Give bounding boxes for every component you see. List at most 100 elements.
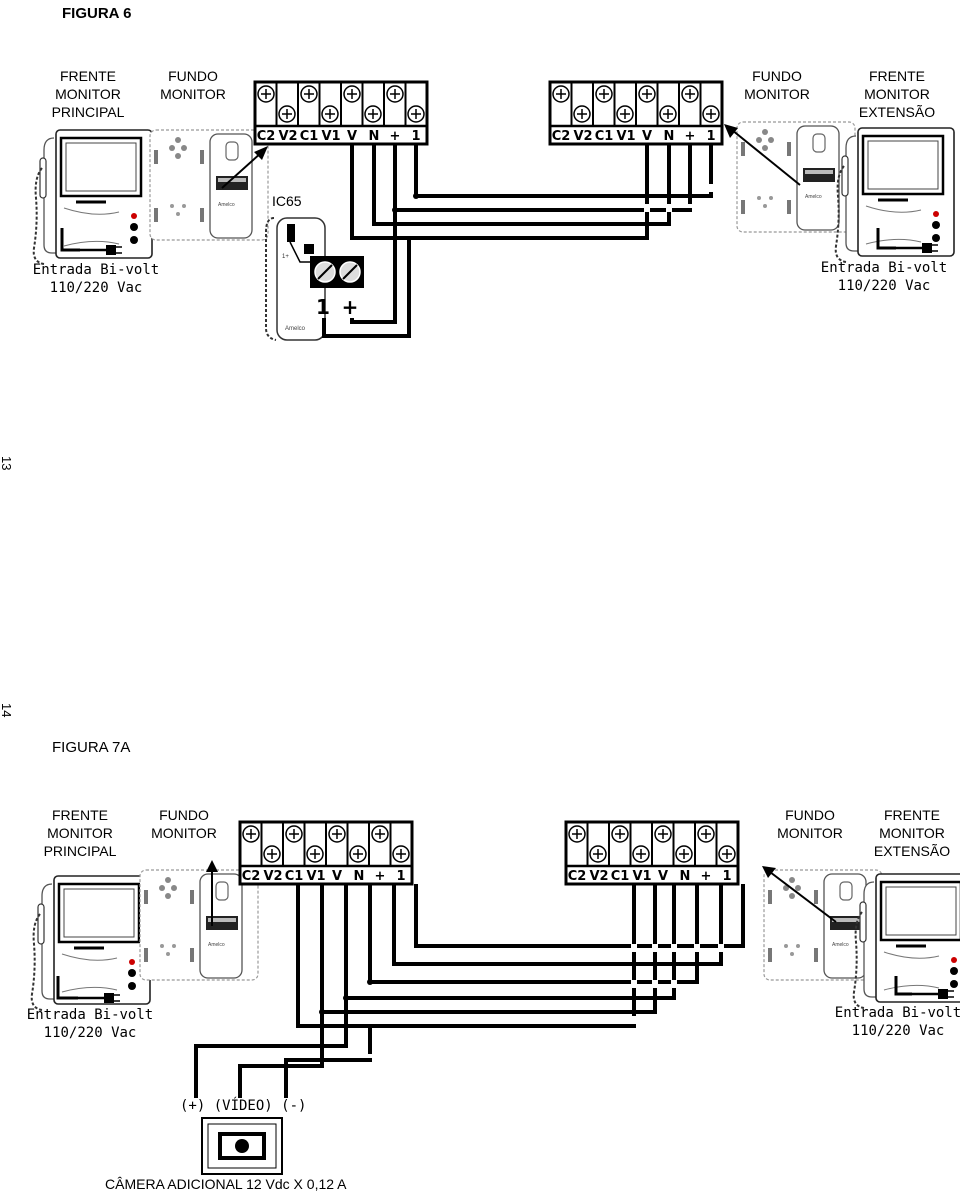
back-monitor-main-icon <box>149 129 269 241</box>
terminal-label: V1 <box>616 129 635 144</box>
terminal-label: C2 <box>568 869 587 884</box>
power-label-extension: Entrada Bi-volt <box>835 1005 960 1021</box>
svg-text:1+: 1+ <box>282 254 289 260</box>
front-monitor-main-icon <box>32 128 154 266</box>
terminal-label: + <box>685 129 696 144</box>
figure-7a-title: FIGURA 7A <box>52 739 130 756</box>
terminal-label: C2 <box>257 129 276 144</box>
power-label-main-voltage: 110/220 Vac <box>44 1025 137 1041</box>
terminal-label: + <box>701 869 712 884</box>
label-line: MONITOR <box>744 86 810 102</box>
terminal-label: V <box>347 129 357 144</box>
terminal-label: V1 <box>306 869 325 884</box>
terminal-label: V2 <box>278 129 297 144</box>
terminal-label: V2 <box>589 869 608 884</box>
label-line: EXTENSÃO <box>874 843 950 859</box>
camera-terminals-label: (+) (VÍDEO) (-) <box>180 1097 306 1114</box>
page-number: 14 <box>0 703 14 717</box>
terminal-label: 1 <box>396 869 405 884</box>
label-line: MONITOR <box>160 86 226 102</box>
label-line: MONITOR <box>777 825 843 841</box>
figure-6-title: FIGURA 6 <box>62 5 131 22</box>
terminal-labels-extension: C2 V2 C1 V1 V N + 1 <box>568 869 732 884</box>
figure-6: FIGURA 6 FRENTE MONITOR PRINCIPAL FUNDO … <box>32 5 956 341</box>
terminal-label: C1 <box>300 129 319 144</box>
label-front-extension: FRENTE MONITOR EXTENSÃO <box>874 807 950 859</box>
label-front-main: FRENTE MONITOR PRINCIPAL <box>44 807 117 859</box>
label-line: FUNDO <box>752 68 802 84</box>
label-back-main: FUNDO MONITOR <box>160 68 226 102</box>
label-line: PRINCIPAL <box>52 104 125 120</box>
terminal-label: N <box>369 129 380 144</box>
power-label-extension-voltage: 110/220 Vac <box>852 1023 945 1039</box>
ic65-label: IC65 <box>272 193 302 209</box>
label-line: MONITOR <box>55 86 121 102</box>
ic65-terminal-label: 1 <box>316 295 330 319</box>
terminal-label: V2 <box>573 129 592 144</box>
terminal-label: N <box>680 869 691 884</box>
terminal-label: N <box>664 129 675 144</box>
label-line: FRENTE <box>884 807 940 823</box>
terminal-labels-main: C2 V2 C1 V1 V N + 1 <box>242 869 406 884</box>
terminal-label: V2 <box>263 869 282 884</box>
arrow-icon <box>762 866 837 923</box>
label-front-extension: FRENTE MONITOR EXTENSÃO <box>859 68 935 120</box>
arrow-icon <box>724 124 801 186</box>
figure-7a: FIGURA 7A FRENTE MONITOR PRINCIPAL FUNDO… <box>27 739 960 1192</box>
label-line: FRENTE <box>60 68 116 84</box>
camera-label: CÂMERA ADICIONAL 12 Vdc X 0,12 A <box>105 1176 347 1192</box>
terminal-label: C2 <box>552 129 571 144</box>
label-line: EXTENSÃO <box>859 104 935 120</box>
terminal-label: + <box>390 129 401 144</box>
terminal-label: 1 <box>706 129 715 144</box>
label-back-main: FUNDO MONITOR <box>151 807 217 841</box>
arrow-icon <box>221 146 268 189</box>
label-front-main: FRENTE MONITOR PRINCIPAL <box>52 68 125 120</box>
terminal-label: + <box>375 869 386 884</box>
label-line: FRENTE <box>52 807 108 823</box>
terminal-label: V1 <box>632 869 651 884</box>
label-line: MONITOR <box>879 825 945 841</box>
power-label-main: Entrada Bi-volt <box>33 262 159 278</box>
camera-icon <box>201 1117 283 1175</box>
arrow-icon <box>206 860 218 926</box>
label-line: FRENTE <box>869 68 925 84</box>
terminal-label: N <box>354 869 365 884</box>
terminal-label: V <box>332 869 342 884</box>
power-label-extension-voltage: 110/220 Vac <box>838 278 931 294</box>
terminal-label: C1 <box>285 869 304 884</box>
wires-fig7 <box>194 884 745 1098</box>
label-back-extension: FUNDO MONITOR <box>777 807 843 841</box>
label-line: MONITOR <box>151 825 217 841</box>
ic65-intercom-icon: 1+ Amelco <box>265 217 364 341</box>
label-line: FUNDO <box>168 68 218 84</box>
back-monitor-extension-icon <box>736 121 856 233</box>
label-line: FUNDO <box>785 807 835 823</box>
power-label-extension: Entrada Bi-volt <box>821 260 947 276</box>
back-monitor-main-icon <box>139 869 259 981</box>
label-back-extension: FUNDO MONITOR <box>744 68 810 102</box>
label-line: PRINCIPAL <box>44 843 117 859</box>
terminal-label: V1 <box>321 129 340 144</box>
terminal-label: C2 <box>242 869 261 884</box>
terminal-label: 1 <box>722 869 731 884</box>
terminal-labels-main: C2 V2 C1 V1 V N + 1 <box>257 129 421 144</box>
front-monitor-main-icon <box>30 874 152 1012</box>
power-label-main: Entrada Bi-volt <box>27 1007 153 1023</box>
ic65-terminal-label: + <box>342 295 359 319</box>
label-line: MONITOR <box>864 86 930 102</box>
terminal-label: V <box>658 869 668 884</box>
terminal-label: 1 <box>411 129 420 144</box>
wires-fig6 <box>349 144 714 240</box>
front-monitor-extension-icon <box>852 872 960 1010</box>
terminal-label: C1 <box>595 129 614 144</box>
power-label-main-voltage: 110/220 Vac <box>50 280 143 296</box>
terminal-labels-extension: C2 V2 C1 V1 V N + 1 <box>552 129 716 144</box>
svg-text:Amelco: Amelco <box>285 326 306 332</box>
page-number: 13 <box>0 456 14 470</box>
label-line: FUNDO <box>159 807 209 823</box>
front-monitor-extension-icon <box>834 126 956 264</box>
terminal-label: C1 <box>611 869 630 884</box>
terminal-label: V <box>642 129 652 144</box>
